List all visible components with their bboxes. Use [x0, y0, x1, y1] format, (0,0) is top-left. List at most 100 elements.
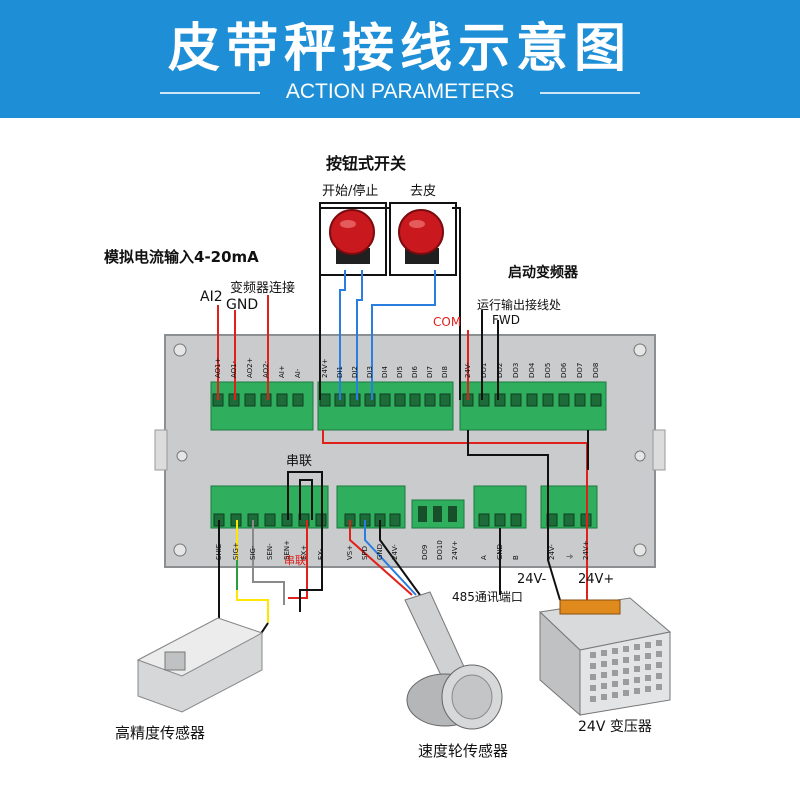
terminal-label: 24V+	[451, 540, 459, 560]
wire-tare-di3	[371, 270, 436, 400]
terminal-label: DO10	[436, 540, 444, 560]
screw-ml	[176, 450, 188, 462]
screw-tr	[633, 343, 647, 357]
transformer-label: 24V 变压器	[578, 719, 652, 735]
terminal-screw	[394, 393, 406, 407]
terminal-screw	[349, 393, 361, 407]
wire-ex-plus	[288, 520, 308, 599]
psu-vent-hole	[634, 688, 640, 694]
terminal-label: DI5	[396, 366, 404, 378]
psu-vent-hole	[645, 675, 651, 681]
wire-start-di1	[339, 270, 346, 400]
vfd-connect-label: 变频器连接	[230, 281, 296, 296]
terminal-label: DO1	[480, 362, 488, 378]
terminal-screw	[364, 393, 376, 407]
terminal-label: 24V-	[391, 544, 399, 560]
psu-vent-hole	[623, 646, 629, 652]
psu-vent-hole	[601, 672, 607, 678]
psu-vent-hole	[601, 694, 607, 700]
start-vfd-label: 启动变频器	[508, 265, 578, 281]
psu-vent-hole	[612, 681, 618, 687]
v24-minus-label: 24V-	[517, 572, 547, 587]
terminal-label: SEN-	[266, 543, 274, 560]
psu-vent-hole	[590, 652, 596, 658]
terminal-label: DO5	[544, 362, 552, 378]
terminal-screw	[526, 393, 538, 407]
fwd-label: FWD	[492, 313, 521, 327]
screw-bl	[173, 543, 187, 557]
series-label-bottom: 串联	[284, 554, 306, 567]
psu-vent-hole	[601, 661, 607, 667]
speed-sensor-label: 速度轮传感器	[418, 742, 509, 760]
terminal-screw	[478, 393, 490, 407]
analog-input-label: 模拟电流输入4-20mA	[104, 248, 259, 266]
run-output-label: 运行输出接线处	[477, 298, 562, 312]
psu-vent-hole	[656, 673, 662, 679]
screw-tl	[173, 343, 187, 357]
terminal-screw	[264, 513, 276, 527]
gnd-label: GND	[226, 297, 259, 313]
terminal-label: DO6	[560, 362, 568, 378]
psu-vent-hole	[645, 664, 651, 670]
terminal-label: SHIE	[215, 543, 223, 560]
terminal-screw	[409, 393, 421, 407]
wire-speed-blue	[364, 520, 417, 596]
terminal-label: SIG+	[232, 542, 240, 560]
psu-vent-hole	[601, 650, 607, 656]
start-stop-label: 开始/停止	[322, 184, 379, 199]
psu-vent-hole	[656, 662, 662, 668]
subtitle-rule-right	[540, 92, 640, 94]
terminal-screw	[260, 393, 272, 407]
terminal-label: SEN+	[283, 540, 291, 560]
terminal-screw	[510, 513, 522, 527]
terminal-screw	[424, 393, 436, 407]
screw-mr	[634, 450, 646, 462]
start-stop-button	[329, 209, 375, 255]
terminal-label: DI3	[366, 366, 374, 378]
psu-vent-grid	[590, 640, 662, 702]
terminal-label: EX-	[317, 548, 325, 560]
psu-vent-hole	[590, 696, 596, 702]
terminal-label: GND	[496, 543, 504, 560]
subtitle-rule-left	[160, 92, 260, 94]
terminal-screw	[510, 393, 522, 407]
psu-vent-hole	[634, 677, 640, 683]
terminal-label: VS+	[346, 544, 354, 560]
terminal-label: AO1+	[214, 357, 222, 379]
psu-vent-hole	[612, 659, 618, 665]
psu-vent-hole	[656, 651, 662, 657]
screw-br	[633, 543, 647, 557]
psu-vent-hole	[590, 685, 596, 691]
terminal-label: 24V-	[464, 362, 472, 378]
wire-24v-plus	[322, 430, 588, 600]
terminal-label: AI-	[294, 368, 302, 378]
psu-vent-hole	[612, 648, 618, 654]
terminal-screw	[276, 393, 288, 407]
psu-vent-hole	[656, 684, 662, 690]
button-frame-tare	[389, 202, 457, 276]
terminal-label: A	[480, 555, 488, 560]
button-highlight-tare	[409, 220, 425, 228]
terminal-label: ⏚	[566, 553, 574, 560]
terminal-label: GND	[376, 543, 384, 560]
terminal-screw	[478, 513, 490, 527]
psu-vent-hole	[623, 668, 629, 674]
plug-slot	[418, 506, 427, 522]
series-label-top: 串联	[286, 454, 313, 469]
psu-vent-hole	[634, 666, 640, 672]
terminal-screw	[558, 393, 570, 407]
terminal-label: DI4	[381, 366, 389, 378]
ai2-label: AI2	[200, 289, 223, 305]
header-banner: 皮带秤接线示意图 ACTION PARAMETERS	[0, 0, 800, 118]
psu-vent-hole	[645, 686, 651, 692]
terminal-screw	[389, 513, 401, 527]
terminal-screw	[574, 393, 586, 407]
com-label: COM	[433, 315, 462, 329]
terminal-screw	[439, 393, 451, 407]
tare-button	[398, 209, 444, 255]
psu-vent-hole	[590, 663, 596, 669]
plug-slot	[448, 506, 457, 522]
terminal-screw	[542, 393, 554, 407]
tare-label: 去皮	[410, 184, 437, 199]
page-title: 皮带秤接线示意图	[167, 19, 632, 79]
